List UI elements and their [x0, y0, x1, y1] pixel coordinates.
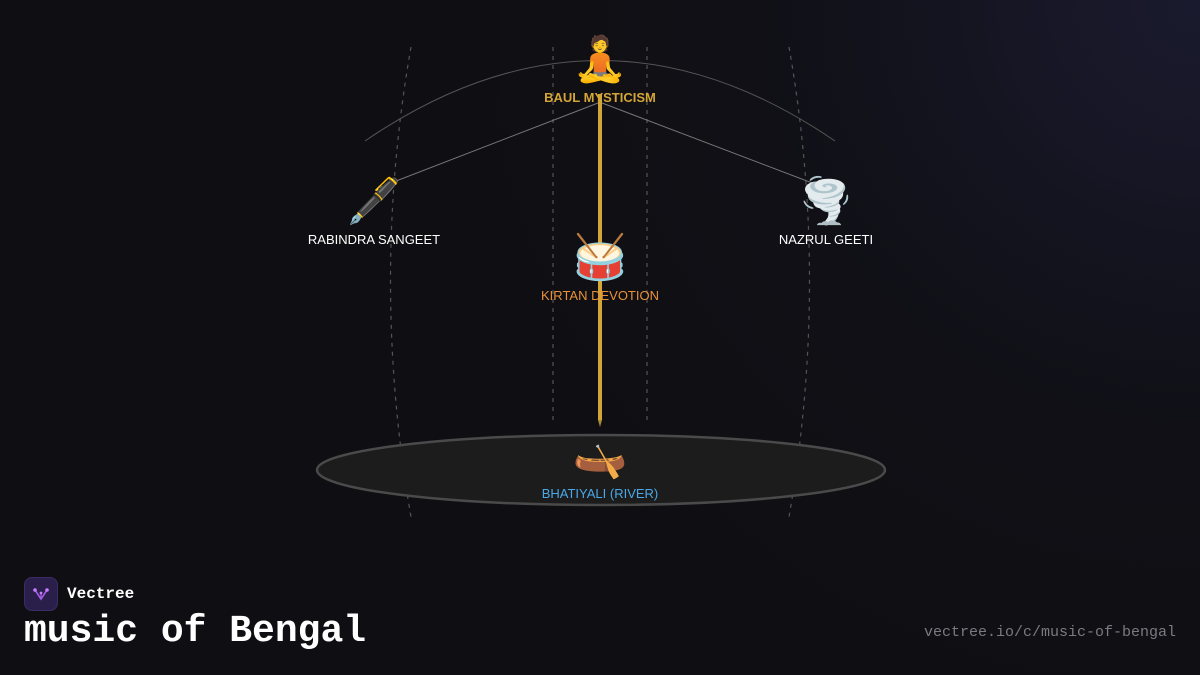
page-url[interactable]: vectree.io/c/music-of-bengal	[923, 624, 1176, 641]
node-nazrul-geeti[interactable]: 🌪️ NAZRUL GEETI	[778, 176, 874, 248]
meditating-person-icon: 🧘	[572, 34, 628, 85]
node-kirtan-devotion[interactable]: 🥁 KIRTAN DEVOTION	[541, 232, 659, 304]
drum-icon: 🥁	[572, 232, 628, 283]
node-rabindra-sangeet[interactable]: 🖋️ RABINDRA SANGEET	[307, 176, 441, 248]
top-arc	[364, 60, 836, 142]
node-baul-mysticism[interactable]: 🧘 BAUL MYSTICISM	[544, 34, 656, 106]
brand-name: Vectree	[67, 585, 135, 603]
node-label: BHATIYALI (RIVER)	[541, 486, 659, 501]
node-label: BAUL MYSTICISM	[544, 90, 656, 105]
connector-baul-nazrul	[601, 102, 829, 190]
brand: Vectree	[24, 577, 134, 611]
tornado-icon: 🌪️	[798, 176, 854, 227]
node-label: KIRTAN DEVOTION	[541, 288, 659, 303]
central-axis	[598, 94, 602, 420]
node-label: RABINDRA SANGEET	[307, 232, 441, 247]
fountain-pen-icon: 🖋️	[346, 176, 402, 227]
connector-arrowhead	[818, 183, 828, 189]
base-platform	[315, 433, 887, 507]
node-bhatiyali-river[interactable]: 🛶 BHATIYALI (RIVER)	[541, 430, 659, 502]
central-axis-tip	[598, 420, 602, 427]
vectree-logo-icon	[24, 577, 58, 611]
page-title: music of Bengal	[24, 610, 367, 653]
node-label: NAZRUL GEETI	[778, 232, 874, 247]
connector-baul-rabindra	[377, 102, 599, 189]
canoe-icon: 🛶	[572, 430, 628, 481]
